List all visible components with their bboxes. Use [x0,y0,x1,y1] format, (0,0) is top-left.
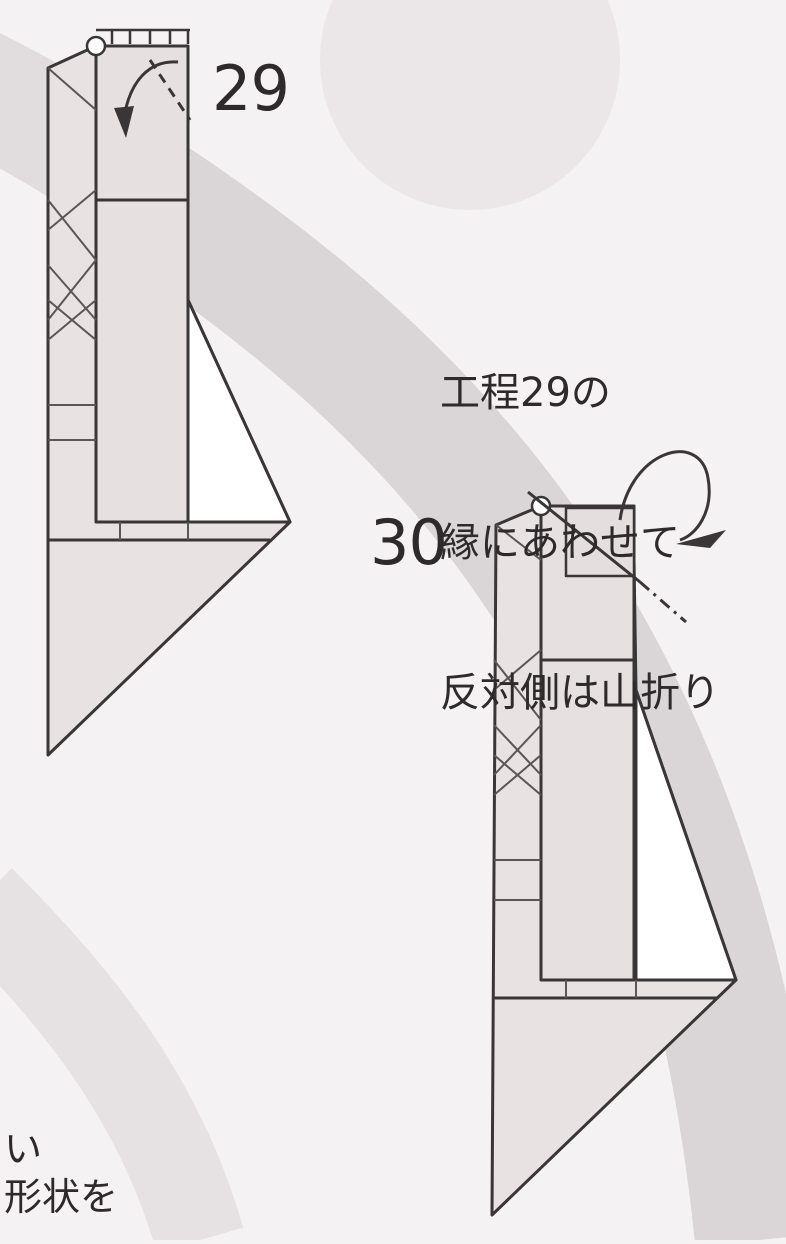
step-30-model [490,495,738,1217]
cropped-footer-text: い 形状を [4,1126,118,1222]
footer-line-2: 形状を [4,1175,119,1219]
step-29-fold-ticks [96,28,190,44]
background-arc-lower [0,868,244,1244]
step-30-instruction-line-2: 縁にあわせて [440,520,680,566]
step-30-white-triangle [634,688,738,982]
step-29-creases [47,67,189,540]
step-30-instruction-line-1: 工程29の [440,370,611,416]
step-30-mountain-line-solid [527,490,641,584]
step-29-pivot-circle [85,35,107,57]
step-30-pivot-circle [530,495,552,517]
step-29-fold-arrow [114,59,192,138]
footer-line-1: い [4,1127,43,1171]
step-29-valley-line [148,59,192,121]
step-30-fold-arrow [527,450,726,624]
step-30-instruction: 工程29の 縁にあわせて 反対側は山折り [440,268,720,818]
step-30-arrow-head [676,530,726,548]
step-29-model [46,28,292,757]
step-29-number: 29 [212,52,290,125]
step-30-number: 30 [370,506,448,579]
step-30-folded-square [564,506,636,578]
step-30-instruction-line-3: 反対側は山折り [440,670,720,716]
step-29-center-strip [94,44,190,524]
background-circle-faint [320,0,620,210]
step-30-center-strip [539,504,636,982]
step-30-mountain-line-dash [639,580,687,624]
step-30-creases [493,524,637,998]
step-29-arrow-head [114,106,134,138]
step-30-arrow-curve [618,450,711,542]
